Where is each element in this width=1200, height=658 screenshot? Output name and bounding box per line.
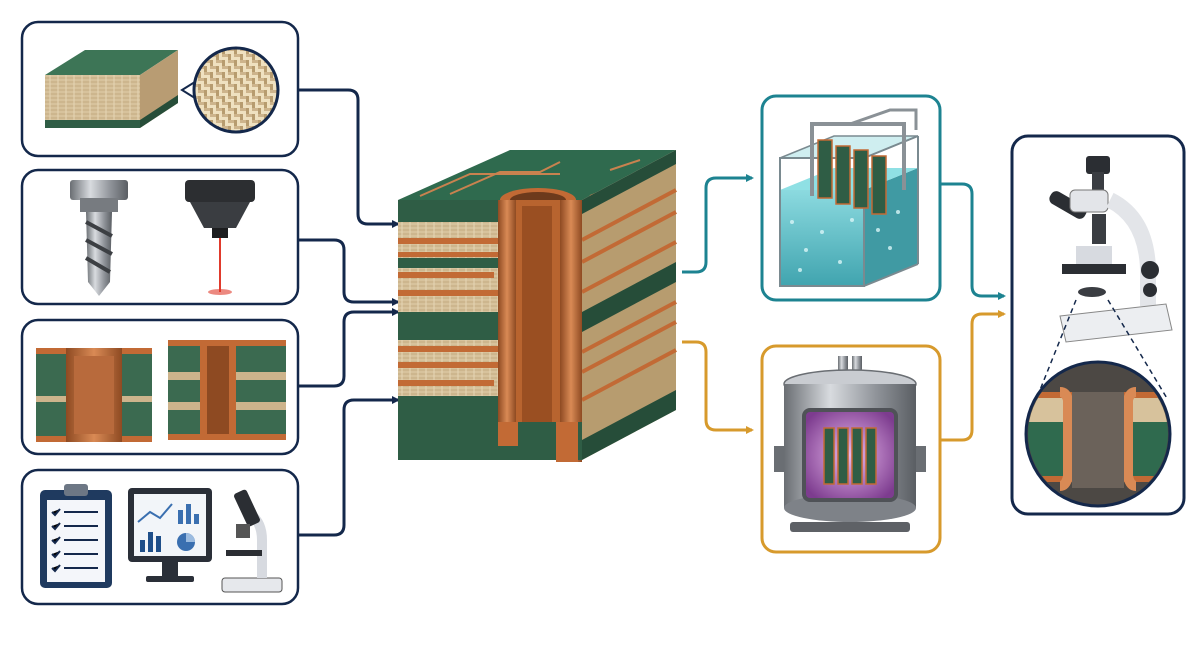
drill-bit-icon xyxy=(70,180,128,296)
analytics-monitor-icon xyxy=(128,488,212,582)
laser-drill-head-icon xyxy=(185,180,255,295)
laminate-block-icon xyxy=(45,50,178,128)
connector-wet-to-output xyxy=(940,182,1006,300)
inspection-microscope-icon xyxy=(1049,156,1173,343)
input-panel-plating xyxy=(20,318,300,456)
plated-via-cross-section-icon xyxy=(36,348,152,442)
checklist-clipboard-icon xyxy=(40,484,112,588)
microscope-icon xyxy=(221,489,283,593)
input-panel-inspection xyxy=(20,468,300,606)
plated-via-cross-section-icon xyxy=(168,340,286,440)
output-panel-inspection xyxy=(1010,134,1186,516)
input-panel-laminate xyxy=(20,20,300,158)
connector-to-wet-bath xyxy=(682,174,754,274)
immersion-bath-tank-icon xyxy=(779,108,919,287)
multilayer-pcb-via-cutaway-icon xyxy=(398,150,677,462)
glass-weave-magnifier-icon xyxy=(180,46,280,134)
input-panel-drilling xyxy=(20,168,300,306)
plasma-vacuum-chamber-icon xyxy=(774,356,926,532)
process-panel-plasma xyxy=(760,344,942,554)
connector-plating xyxy=(298,308,400,388)
connectors-inputs xyxy=(298,88,400,537)
connector-plasma-to-output xyxy=(940,310,1006,442)
connector-laminate xyxy=(298,88,400,228)
process-panel-wet-bath xyxy=(760,94,942,302)
connector-inspection xyxy=(298,396,400,537)
connector-drilling xyxy=(298,238,400,306)
via-cross-section-detail-icon xyxy=(1024,360,1172,508)
connector-to-plasma xyxy=(682,340,754,434)
